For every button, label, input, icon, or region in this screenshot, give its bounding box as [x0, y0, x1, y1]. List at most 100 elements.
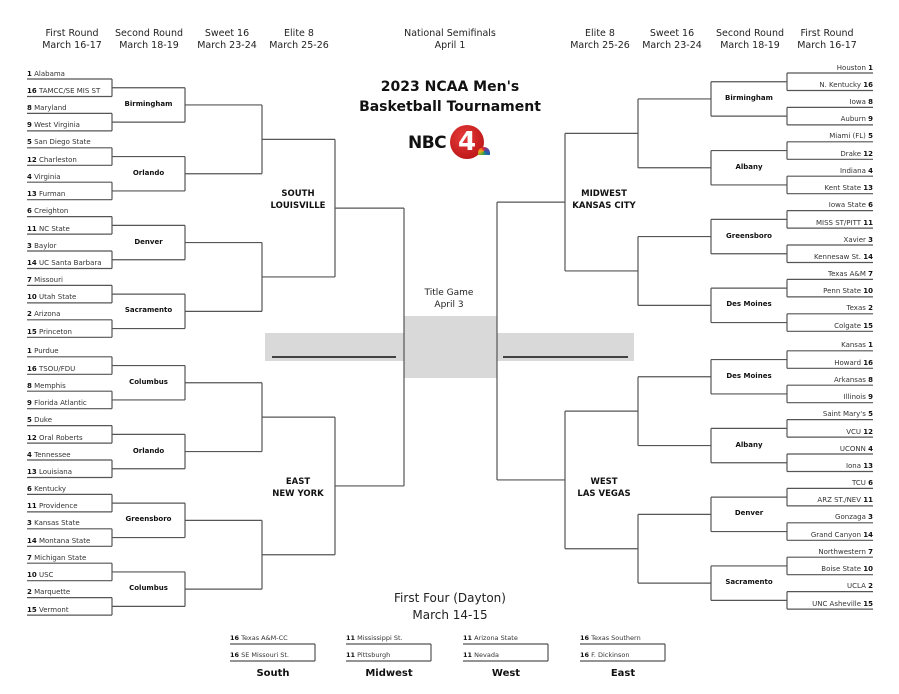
team-name: West Virginia — [34, 121, 80, 130]
first-four-team: 11 Mississippi St. — [346, 634, 403, 643]
team-seed: 12 — [27, 155, 37, 164]
team-name: Louisiana — [38, 468, 73, 476]
round-dates: March 25-26 — [570, 40, 630, 51]
team-seed: 14 — [27, 259, 37, 267]
first-four-team: 16 Texas Southern — [580, 634, 641, 643]
team-name: Utah State — [38, 293, 77, 302]
team-entry: Texas A&M 7 — [828, 270, 873, 279]
semifinals-name: National Semifinals — [404, 28, 496, 39]
title-line-2: Basketball Tournament — [359, 99, 541, 115]
team-name: UC Santa Barbara — [38, 259, 102, 267]
team-seed: 11 — [863, 218, 873, 227]
team-name: Kentucky — [34, 484, 67, 493]
first-four-team: 11 Arizona State — [463, 634, 518, 643]
team-entry: Colgate 15 — [834, 322, 873, 331]
team-seed: 2 — [868, 304, 873, 313]
first-four-region: Midwest — [365, 668, 413, 679]
team-name: Boise State — [821, 565, 862, 574]
team-seed: 2 — [27, 310, 32, 319]
team-seed: 7 — [868, 547, 873, 556]
team-seed: 16 — [863, 81, 873, 89]
team-entry: Iona 13 — [846, 462, 873, 471]
team-entry: Saint Mary's 5 — [823, 410, 873, 419]
team-seed: 16 — [27, 87, 37, 95]
team-seed: 11 — [27, 502, 37, 511]
team-name: Princeton — [38, 327, 72, 336]
team-seed: 15 — [27, 327, 37, 336]
site-label: Albany — [735, 162, 763, 171]
team-seed: 12 — [27, 433, 37, 442]
logo-text: NBC — [408, 133, 447, 153]
team-name: Duke — [34, 416, 53, 425]
first-four-team: 16 Texas A&M-CC — [230, 634, 288, 643]
site-label: Orlando — [132, 168, 165, 177]
site-label: Sacramento — [725, 578, 773, 587]
team-name: UCLA — [847, 582, 866, 591]
team-seed: 9 — [27, 121, 32, 130]
team-name: Oral Roberts — [38, 433, 83, 442]
title-game-name: Title Game — [424, 288, 474, 298]
team-name: Memphis — [34, 381, 66, 390]
team-name: NC State — [38, 224, 70, 233]
team-seed: 5 — [868, 132, 873, 141]
team-name: Furman — [38, 190, 66, 199]
team-seed: 12 — [863, 427, 873, 436]
team-name: Auburn — [840, 115, 866, 124]
team-name: Baylor — [34, 241, 57, 250]
team-name: Miami (FL) — [829, 132, 866, 141]
team-entry: Drake 12 — [840, 150, 873, 159]
team-name: MISS ST/PITT — [816, 218, 862, 227]
team-entry: Texas 2 — [847, 304, 873, 313]
team-name: Michigan State — [34, 553, 87, 562]
team-name: Providence — [38, 502, 78, 511]
team-entry: Howard 16 — [834, 359, 873, 368]
team-name: TCU — [852, 478, 866, 487]
team-seed: 8 — [27, 103, 32, 112]
team-seed: 11 — [463, 651, 473, 659]
region-city: LAS VEGAS — [577, 489, 631, 499]
team-seed: 7 — [868, 269, 873, 278]
team-seed: 7 — [27, 553, 32, 562]
team-entry: 4 Virginia — [27, 173, 61, 182]
team-name: Alabama — [34, 69, 65, 78]
team-name: UNC Asheville — [812, 599, 862, 608]
round-name: Elite 8 — [585, 28, 615, 39]
team-seed: 13 — [27, 468, 37, 476]
round-name: First Round — [800, 28, 854, 39]
team-seed: 10 — [27, 293, 37, 302]
round-name: Sweet 16 — [204, 28, 250, 39]
team-seed: 15 — [863, 321, 873, 330]
team-entry: 9 West Virginia — [27, 121, 80, 130]
team-name: Kent State — [824, 184, 862, 193]
team-seed: 6 — [868, 478, 873, 487]
team-seed: 13 — [27, 190, 37, 199]
team-name: Arizona — [34, 310, 61, 319]
round-dates: March 23-24 — [197, 40, 257, 51]
team-entry: 10 Utah State — [27, 293, 76, 302]
team-entry: Kansas 1 — [841, 341, 873, 350]
team-entry: N. Kentucky 16 — [819, 81, 873, 90]
team-entry: Penn State 10 — [823, 287, 873, 296]
team-seed: 2 — [27, 588, 32, 597]
region-name: SOUTH — [281, 189, 315, 199]
team-seed: 13 — [863, 462, 873, 470]
team-name: Arkansas — [833, 375, 866, 384]
team-name: Kansas — [841, 341, 866, 350]
team-entry: 3 Kansas State — [27, 519, 80, 528]
team-name: N. Kentucky — [819, 81, 862, 89]
team-seed: 13 — [863, 184, 873, 193]
team-entry: 12 Oral Roberts — [27, 434, 83, 443]
team-name: Kansas State — [34, 519, 80, 528]
team-entry: 7 Michigan State — [27, 554, 86, 563]
team-entry: Kent State 13 — [825, 184, 873, 193]
team-seed: 1 — [868, 341, 873, 350]
team-entry: Boise State 10 — [821, 565, 873, 574]
team-seed: 6 — [27, 484, 32, 493]
team-entry: ARZ ST./NEV 11 — [817, 496, 873, 505]
